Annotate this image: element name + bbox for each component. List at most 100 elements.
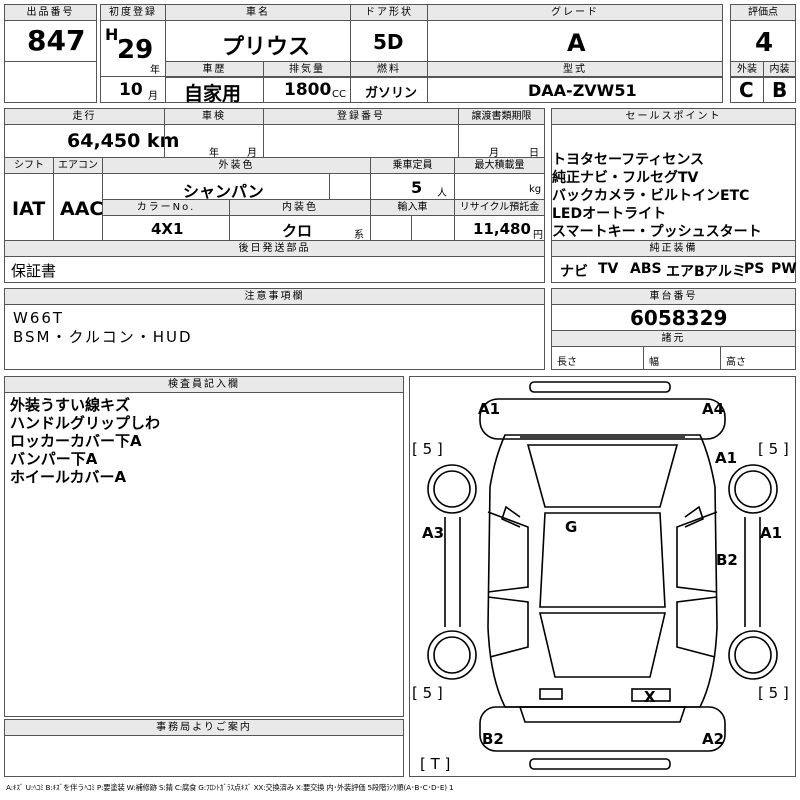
color-no: 4X1 [151, 220, 184, 238]
inspector-cell: 外装うすい線キズ ハンドルグリップしわ ロッカーカバー下A バンパー下A ホイー… [4, 392, 404, 717]
note-line-2: BSM・クルコン・HUD [13, 328, 193, 346]
roof [539, 512, 666, 608]
height-label: 高さ [726, 357, 746, 368]
grade-cell: A [427, 20, 723, 62]
mileage: 64,450 km [67, 130, 180, 152]
int-score-label: 内装 [763, 61, 796, 78]
displacement: 1800 [284, 80, 332, 100]
first-reg-month: 10 [119, 80, 143, 100]
inspection-cell: 年 月 [164, 124, 264, 159]
recycle-label: リサイクル預託金 [454, 199, 545, 216]
int-score: B [772, 78, 788, 102]
legend: A:ｷｽﾞ U:ﾍｺﾐ B:ｷｽﾞを伴うﾍｺﾐ P:要塗装 W:補修跡 S:錆 … [6, 783, 454, 792]
body-outline [487, 434, 718, 708]
height-cell: 高さ [720, 346, 796, 370]
notes-cell: W66T BSM・クルコン・HUD [4, 304, 545, 370]
history-label: 車歴 [165, 61, 264, 78]
rear-glass [538, 612, 667, 678]
fuel: ガソリン [365, 86, 418, 101]
recycle-fee: 11,480 [473, 220, 531, 238]
model-code: DAA-ZVW51 [528, 81, 637, 100]
tire-fl-inner [433, 470, 471, 508]
sales-points-label: セールスポイント [551, 108, 796, 125]
model-label: 型式 [427, 61, 723, 78]
int-color-cell: クロ 系 [229, 215, 371, 241]
model-cell: DAA-ZVW51 [427, 76, 723, 103]
length-cell: 長さ [551, 346, 644, 370]
int-color: クロ [282, 222, 313, 240]
int-score-cell: B [763, 76, 796, 103]
rear-bumper-bottom [529, 758, 671, 770]
ac-cell: AAC [53, 173, 103, 241]
rear-bumper [479, 706, 726, 752]
inspection-month-unit: 月 [247, 148, 257, 159]
score-cell: 4 [730, 20, 796, 62]
inspection-label: 車検 [164, 108, 264, 125]
inspector-label: 検査員記入欄 [4, 376, 404, 393]
left-front-door [487, 511, 529, 593]
mileage-cell: 64,450 km [4, 124, 179, 158]
tire-fl-score: [ 5 ] [412, 440, 443, 458]
tire-rr-inner [734, 636, 772, 674]
inspector-line-5: ホイールカバーA [10, 468, 127, 486]
later-parts: 保証書 [11, 262, 57, 280]
mileage-label: 走行 [4, 108, 165, 125]
mark-right-rear-door: B2 [716, 551, 738, 569]
score: 4 [755, 28, 774, 58]
sales-points-cell: トヨタセーフティセンス 純正ナビ・フルセグTV バックカメラ・ビルトインETC … [551, 124, 796, 241]
year-unit: 年 [150, 65, 160, 76]
door-label: ドア形状 [350, 4, 428, 21]
sales-point-5: スマートキー・プッシュスタート [552, 224, 762, 240]
later-parts-label: 後日発送部品 [4, 240, 545, 257]
mark-rear-left: B2 [482, 730, 504, 748]
score-label: 評価点 [730, 4, 796, 21]
sales-point-1: トヨタセーフティセンス [552, 152, 705, 168]
ac-label: エアコン [53, 157, 103, 174]
first-reg-year: 29 [117, 35, 154, 65]
grade: A [567, 29, 586, 57]
tire-fl [427, 464, 477, 514]
inspection-year-unit: 年 [209, 148, 219, 159]
tire-fr [728, 464, 778, 514]
chassis-number: 6058329 [630, 306, 728, 330]
equip-airbag: エアB [666, 264, 705, 280]
first-reg-month-cell: 10 月 [100, 76, 166, 103]
tire-rl [427, 630, 477, 680]
history: 自家用 [184, 83, 242, 105]
mark-right-side: A1 [760, 524, 783, 542]
history-cell: 自家用 [165, 76, 264, 105]
lot-blank-cell [4, 61, 97, 103]
tire-fr-score: [ 5 ] [758, 440, 789, 458]
sales-point-2: 純正ナビ・フルセグTV [552, 170, 699, 186]
load-unit: kg [529, 184, 542, 195]
dims-label: 諸元 [551, 330, 796, 347]
equip-abs: ABS [630, 261, 662, 277]
capacity-cell: 5 人 [370, 173, 455, 200]
sales-point-4: LEDオートライト [552, 206, 667, 222]
car-name: プリウス [222, 35, 311, 60]
mark-roof: G [565, 518, 578, 536]
yen-unit: 円 [533, 230, 543, 241]
reg-no-cell [263, 124, 459, 158]
office-label: 事務局よりご案内 [4, 719, 404, 736]
reg-no-label: 登録番号 [263, 108, 459, 125]
ext-color: シャンパン [183, 182, 264, 201]
rear-deck [518, 706, 687, 723]
later-parts-cell: 保証書 [4, 256, 545, 283]
shift-cell: IAT [4, 173, 54, 241]
tire-rr-score: [ 5 ] [758, 684, 789, 702]
equip-pw: PW [771, 261, 797, 277]
capacity-unit: 人 [437, 188, 447, 199]
capacity: 5 [411, 178, 423, 197]
shift: IAT [12, 198, 46, 220]
car-name-cell: プリウス [165, 20, 351, 62]
office-cell [4, 735, 404, 777]
inspector-line-2: ハンドルグリップしわ [10, 414, 161, 432]
import-cell [370, 215, 412, 241]
import-label: 輸入車 [370, 199, 455, 216]
rear-light [539, 688, 563, 700]
transfer-label: 譲渡書類期限 [458, 108, 545, 125]
inspector-line-1: 外装うすい線キズ [10, 396, 131, 414]
shift-label: シフト [4, 157, 54, 174]
note-line-1: W66T [13, 309, 65, 327]
